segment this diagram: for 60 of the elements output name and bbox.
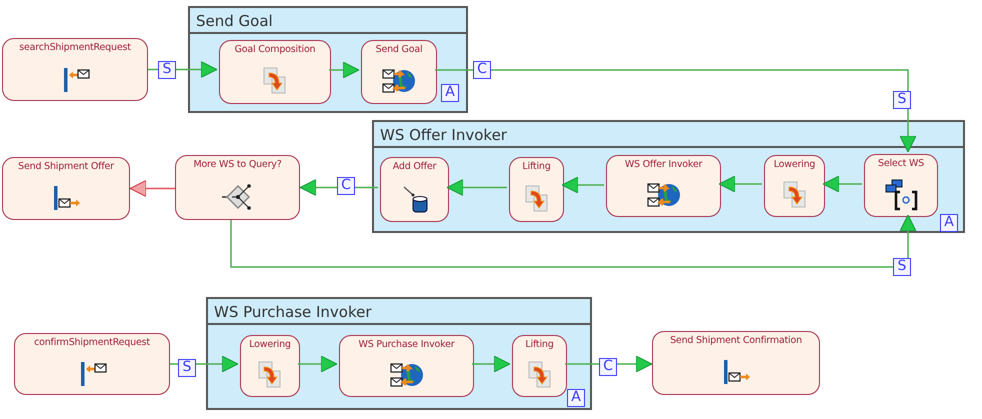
activity-label: Goal Composition (234, 44, 316, 55)
container-box (372, 120, 965, 233)
port-marker: A (940, 214, 958, 232)
activity-label: Lowering (772, 159, 816, 170)
activity-label: Send Shipment Offer (17, 161, 115, 172)
port-marker: S (893, 91, 911, 109)
arrow (562, 176, 604, 194)
arrow (148, 61, 218, 78)
activity-label: confirmShipmentRequest (33, 337, 151, 348)
activity-box (2, 38, 148, 101)
arrow (170, 356, 238, 372)
port-marker: S (178, 359, 196, 377)
port-marker: S (893, 258, 911, 276)
port-marker: C (337, 177, 355, 195)
container-title: Send Goal (196, 12, 273, 30)
activity-label: Lowering (248, 339, 292, 350)
container-box (206, 297, 592, 410)
activity-label: More WS to Query? (192, 159, 283, 170)
activity-label: searchShipmentRequest (18, 42, 132, 53)
activity-box (764, 155, 825, 217)
arrow (565, 356, 652, 372)
activity-box (2, 157, 130, 220)
activity-label: WS Purchase Invoker (358, 339, 456, 350)
activity-label: Lifting (521, 161, 552, 172)
arrow (822, 176, 862, 192)
activity-box (361, 40, 437, 104)
port-marker: C (473, 61, 491, 79)
activity-label: Select WS (877, 158, 925, 169)
port-marker: S (158, 61, 176, 79)
activity-label: Send Goal (374, 44, 424, 55)
arrow (446, 179, 507, 196)
port-marker: A (441, 84, 459, 102)
activity-label: Lifting (524, 339, 555, 350)
arrow (435, 69, 916, 152)
port-marker: A (567, 389, 585, 407)
activity-label: Send Shipment Confirmation (669, 335, 803, 346)
arrow (300, 179, 378, 196)
activity-label: Add Offer (392, 161, 438, 172)
arrow (298, 356, 338, 372)
activity-box (864, 154, 938, 217)
activity-box (512, 335, 567, 397)
activity-label: WS Offer Invoker (624, 159, 704, 170)
port-marker: C (599, 358, 617, 376)
activity-box (240, 335, 300, 397)
activity-box (380, 157, 449, 222)
arrow (230, 214, 916, 268)
arrow (329, 62, 360, 78)
container-title: WS Offer Invoker (380, 126, 507, 144)
container-box (188, 6, 468, 113)
arrow (130, 180, 175, 197)
arrow (718, 176, 762, 192)
activity-box (14, 333, 170, 395)
activity-box (339, 335, 474, 397)
arrow (472, 356, 510, 372)
activity-box (509, 157, 564, 222)
activity-box (606, 155, 721, 217)
activity-box (219, 40, 331, 104)
activity-box (175, 155, 300, 220)
container-title: WS Purchase Invoker (214, 303, 372, 321)
activity-box (652, 331, 820, 395)
